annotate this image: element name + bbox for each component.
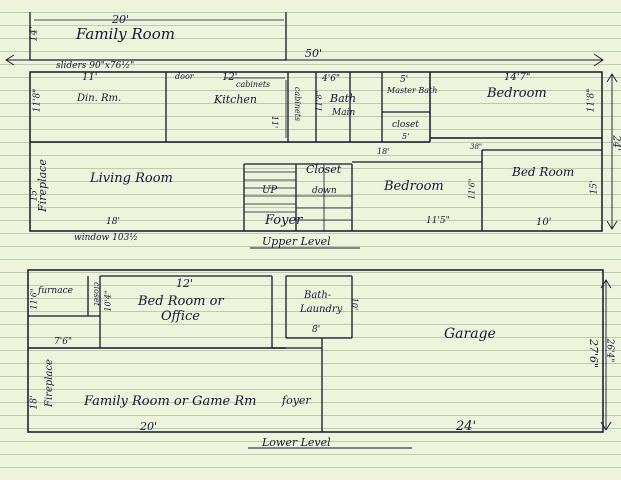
bath-lower-depth: 10' <box>350 297 360 311</box>
foyer-lower-label: foyer <box>282 394 311 407</box>
stairs-up-label: UP <box>262 185 278 196</box>
bedroom-right-width: 10' <box>536 217 552 228</box>
bedroom-top-label: Bedroom <box>487 86 547 101</box>
sliders-label: sliders 90"x76½" <box>56 61 135 71</box>
garage-width: 24' <box>456 419 477 434</box>
bath-width: 4'6" <box>322 74 341 84</box>
overall-width-label: 50' <box>305 47 323 60</box>
bedroom-mid-width: 11'5" <box>426 216 450 226</box>
bedroom-right-depth: 15' <box>589 180 600 195</box>
dining-depth: 11'8" <box>32 88 43 113</box>
living-width: 18' <box>106 217 120 227</box>
fireplace-lower-label: Fireplace <box>43 359 55 407</box>
cabinets-top-label: cabinets <box>236 80 271 89</box>
bedroom-right-label: Bed Room <box>512 165 575 179</box>
bath-label: Bath <box>330 92 357 105</box>
furnace-label: furnace <box>38 286 73 296</box>
master-bath-width: 5' <box>400 75 409 85</box>
living-room-label: Living Room <box>90 171 173 186</box>
bedroom-office-label-1: Bed Room or <box>138 294 224 309</box>
hall-38-label: 38" <box>470 143 483 151</box>
kitchen-width: 12' <box>222 72 238 83</box>
bath-lower-width: 8' <box>312 325 321 335</box>
family-width: 20' <box>140 420 158 433</box>
window-label: window 103½ <box>74 233 139 243</box>
cabinets-side-label: cabinets <box>293 86 303 122</box>
family-room-lower-label: Family Room or Game Rm <box>84 394 257 409</box>
upper-level-title: Upper Level <box>262 235 331 248</box>
bedroom-mid-depth: 11'6" <box>467 178 477 200</box>
foyer-upper-label: Foyer <box>265 213 303 228</box>
width-76-label: 7'6" <box>54 337 73 347</box>
main-bath-label: Main <box>332 108 356 118</box>
dining-width: 11' <box>82 72 98 83</box>
family-room-top-label: Family Room <box>76 25 175 43</box>
deck-width-label: 20' <box>112 13 130 26</box>
bedroom-mid-label: Bedroom <box>384 179 444 194</box>
lower-level-outline <box>27 269 604 433</box>
bath-depth: 11'8" <box>314 90 324 112</box>
master-closet-label: closet <box>392 120 419 130</box>
bedroom-top-width: 14'7" <box>504 72 531 83</box>
lower-alt-depth-label: 26'4" <box>604 338 615 363</box>
fireplace-upper-label: Fireplace <box>35 159 49 212</box>
lower-level-title: Lower Level <box>262 436 331 449</box>
cabinet-length-label: 11' <box>270 115 280 129</box>
bath-laundry-label-2: Laundry <box>300 304 343 315</box>
overall-depth-label: 24' <box>610 135 621 151</box>
furnace-depth: 11'6" <box>29 288 39 310</box>
dining-room-label: Din. Rm. <box>77 93 122 104</box>
office-width: 12' <box>176 277 194 290</box>
lower-depth-label: 27'6" <box>587 338 601 369</box>
living-depth: 15' <box>29 187 40 202</box>
family-depth: 18' <box>29 395 40 410</box>
kitchen-label: Kitchen <box>214 93 257 106</box>
closet-lower-label: closet <box>91 282 101 306</box>
deck-depth-label: 14' <box>28 26 40 42</box>
bedroom-office-label-2: Office <box>161 309 200 324</box>
office-depth: 10'4" <box>103 290 113 312</box>
stairs-down-label: down <box>312 186 337 196</box>
master-closet-width: 5' <box>402 132 410 141</box>
master-bath-label: Master Bath <box>387 86 438 95</box>
bedroom-top-depth: 11'8" <box>586 88 597 113</box>
closet-hall-label: Closet <box>306 163 342 176</box>
hall-18-label: 18' <box>377 147 390 156</box>
garage-label: Garage <box>444 326 496 342</box>
bath-laundry-label-1: Bath- <box>304 290 332 301</box>
door-label: door <box>175 72 194 81</box>
